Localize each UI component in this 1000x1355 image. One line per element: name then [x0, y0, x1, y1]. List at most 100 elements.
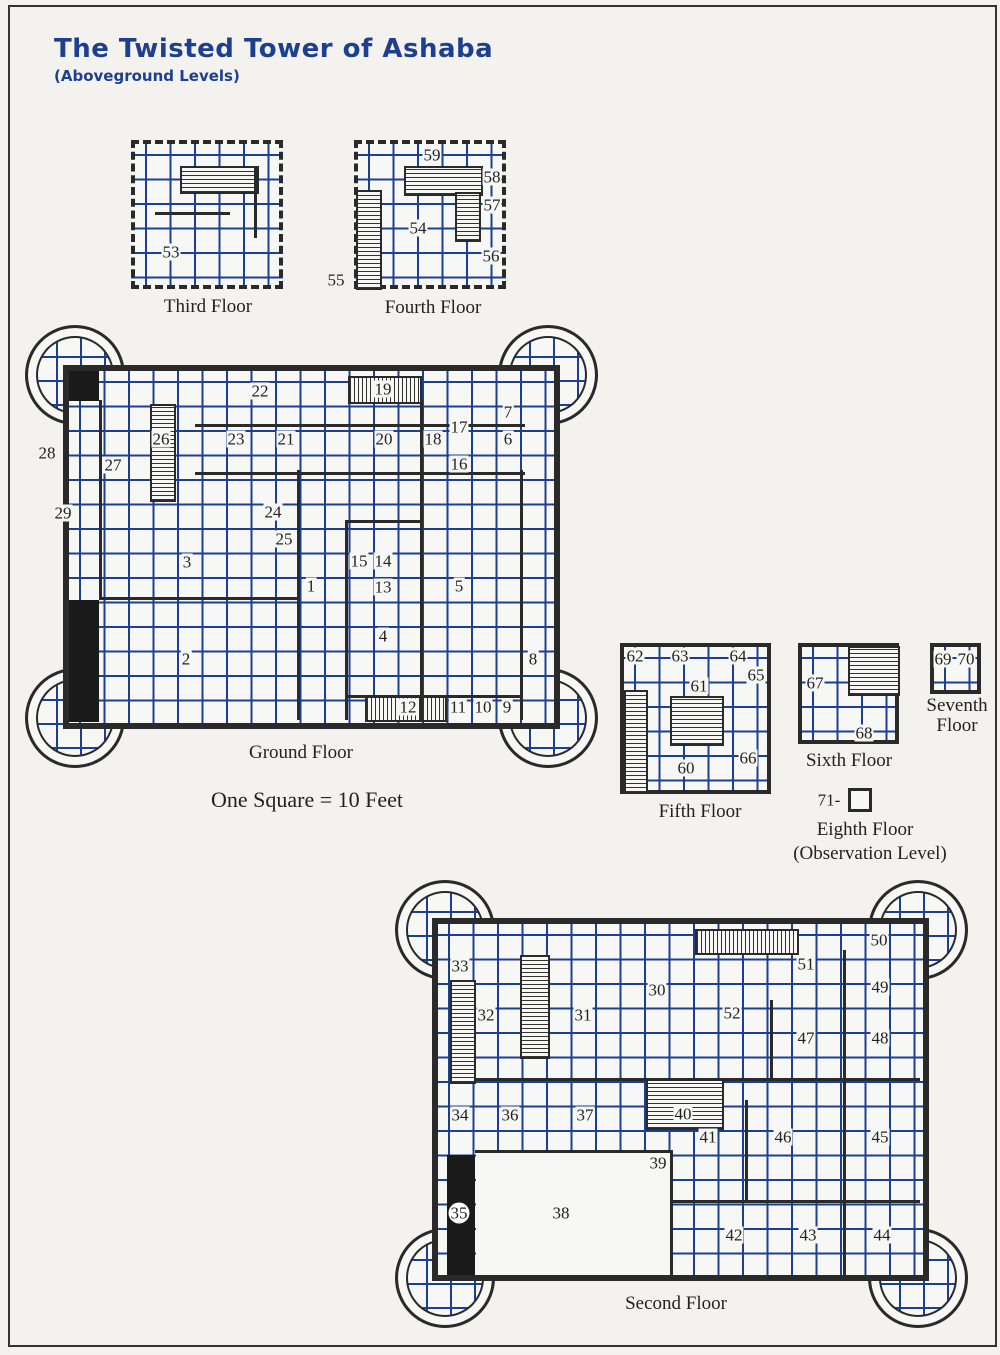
wall [670, 1200, 920, 1203]
room-label: 50 [869, 930, 889, 950]
room-label: 57 [482, 195, 502, 215]
room-label: 17 [449, 417, 469, 437]
map-subtitle: (Aboveground Levels) [54, 67, 240, 85]
room-label: 14 [373, 551, 393, 571]
staircase [848, 646, 900, 696]
room-label: 62 [625, 646, 645, 666]
room-label: 69 [933, 649, 953, 669]
room-label: 33 [450, 956, 470, 976]
room-label: 16 [449, 454, 469, 474]
room-label: 22 [250, 381, 270, 401]
room-label: 36 [500, 1105, 520, 1125]
staircase [670, 696, 724, 746]
staircase [404, 166, 483, 196]
wall [297, 470, 300, 720]
room-label: 59 [422, 145, 442, 165]
room-label: 12 [398, 697, 418, 717]
room-label: 40 [673, 1104, 693, 1124]
room-label: 47 [796, 1028, 816, 1048]
room-label: 43 [798, 1225, 818, 1245]
second-floor-caption: Second Floor [625, 1293, 727, 1314]
room-label: 60 [676, 758, 696, 778]
room-label: 42 [724, 1225, 744, 1245]
eighth-floor-subcaption: (Observation Level) [793, 843, 947, 864]
room-label: 5 [453, 576, 465, 596]
room-label: 10 [473, 697, 493, 717]
room-label: 18 [423, 429, 443, 449]
room-label: 38 [551, 1203, 571, 1223]
room-label: 15 [349, 551, 369, 571]
room-label: 27 [103, 455, 123, 475]
room-label: 9 [501, 697, 513, 717]
wall [670, 1150, 673, 1275]
staircase [455, 192, 481, 242]
ground-floor-plan [63, 365, 560, 729]
page-frame [8, 5, 997, 1347]
room-label: 71- [817, 790, 841, 810]
room-label: 19 [373, 379, 393, 399]
room-label: 24 [263, 502, 283, 522]
wall [69, 600, 99, 722]
room-label: 32 [476, 1005, 496, 1025]
room-label: 66 [738, 748, 758, 768]
room-label: 20 [374, 429, 394, 449]
room-label: 3 [181, 552, 193, 572]
room-label: 49 [870, 977, 890, 997]
room-label: 29 [53, 503, 73, 523]
room-label: 53 [161, 242, 181, 262]
wall [155, 212, 230, 215]
staircase [520, 955, 550, 1059]
room-label: 68 [854, 723, 874, 743]
wall [420, 400, 423, 720]
wall [345, 695, 520, 698]
ground-floor-caption: Ground Floor [249, 742, 353, 763]
room-label: 39 [648, 1153, 668, 1173]
staircase [356, 190, 382, 290]
wall [345, 520, 348, 720]
room-label: 70 [956, 649, 976, 669]
room-label: 2 [180, 649, 192, 669]
room-label: 61 [689, 676, 709, 696]
room-label: 46 [773, 1127, 793, 1147]
room-label: 55 [327, 270, 345, 290]
room-label: 44 [872, 1225, 892, 1245]
room-label: 7 [502, 402, 514, 422]
room-label: 13 [373, 577, 393, 597]
room-label: 21 [276, 429, 296, 449]
room-label: 28 [38, 443, 56, 463]
room-label: 58 [482, 167, 502, 187]
room-label: 30 [647, 980, 667, 1000]
wall [254, 166, 257, 238]
staircase [180, 166, 259, 194]
fifth-floor-caption: Fifth Floor [658, 801, 742, 822]
wall [843, 950, 846, 1275]
staircase [150, 404, 176, 502]
room-label: 4 [377, 626, 389, 646]
room-label: 8 [527, 649, 539, 669]
room-label: 56 [481, 246, 501, 266]
scale-legend: One Square = 10 Feet [210, 787, 404, 812]
room-label: 67 [805, 673, 825, 693]
room-label: 37 [575, 1105, 595, 1125]
wall [475, 1078, 920, 1081]
wall [345, 520, 420, 523]
room-label: 1 [305, 576, 317, 596]
map-title: The Twisted Tower of Ashaba [54, 34, 494, 64]
room-label: 41 [698, 1127, 718, 1147]
room-label: 65 [746, 665, 766, 685]
room-label: 54 [408, 218, 428, 238]
wall [195, 472, 525, 475]
room-label: 23 [226, 429, 246, 449]
wall [195, 424, 525, 427]
eighth-floor-plan [848, 788, 872, 812]
room-label: 34 [450, 1105, 470, 1125]
staircase [450, 980, 476, 1084]
room-label: 48 [870, 1028, 890, 1048]
third-floor-caption: Third Floor [163, 296, 253, 317]
room-label: 25 [274, 529, 294, 549]
wall [520, 470, 523, 720]
room-label: 11 [448, 697, 468, 717]
room-label: 51 [796, 954, 816, 974]
staircase [624, 690, 648, 794]
